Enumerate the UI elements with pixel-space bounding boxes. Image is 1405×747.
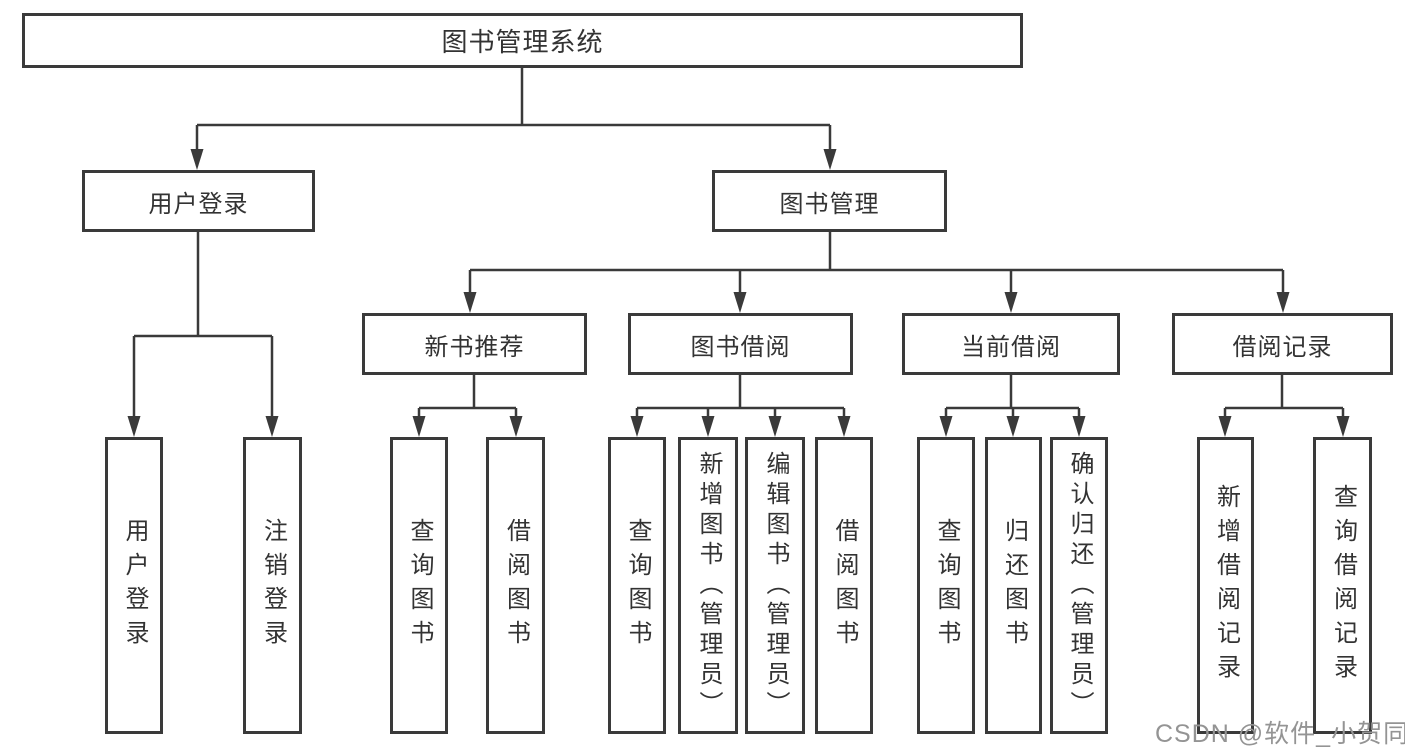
node-label: 新书推荐	[424, 333, 525, 361]
arrowhead	[127, 416, 141, 437]
leaf-add-borrow-record: 新增借阅记录	[1197, 437, 1254, 734]
node-borrow-records: 借阅记录	[1172, 313, 1393, 375]
leaf-label: 借阅图书	[831, 517, 858, 654]
leaf-label: 查询图书	[933, 517, 960, 654]
node-current-borrowing: 当前借阅	[902, 313, 1120, 375]
leaf-label: 新增图书（管理员）	[695, 450, 722, 721]
node-book-borrowing: 图书借阅	[628, 313, 853, 375]
arrowhead	[412, 416, 426, 437]
node-label: 当前借阅	[961, 333, 1061, 361]
connector-newbook-to-leaves	[417, 375, 518, 420]
arrowhead	[463, 292, 477, 313]
arrowhead	[939, 416, 953, 437]
connector-currentborrow-to-leaves	[944, 375, 1081, 420]
leaf-borrow-books: 借阅图书	[815, 437, 873, 734]
leaf-query-books-borrow: 查询图书	[608, 437, 666, 734]
connector-bookmgmt-to-level3	[468, 232, 1285, 296]
leaf-borrow-books-recommend: 借阅图书	[486, 437, 545, 734]
leaf-label: 确认归还（管理员）	[1066, 450, 1093, 721]
arrowhead	[1072, 416, 1086, 437]
arrowhead	[1004, 292, 1018, 313]
arrowhead	[701, 416, 715, 437]
node-label: 用户登录	[148, 190, 249, 218]
leaf-add-books-admin: 新增图书（管理员）	[678, 437, 738, 734]
node-label: 图书借阅	[690, 333, 791, 361]
arrowhead	[768, 416, 782, 437]
node-label: 图书管理系统	[441, 27, 604, 57]
leaf-label: 查询图书	[624, 517, 651, 654]
arrowhead	[733, 292, 747, 313]
node-label: 图书管理	[779, 190, 880, 218]
leaf-label: 归还图书	[1000, 517, 1028, 654]
leaf-edit-books-admin: 编辑图书（管理员）	[745, 437, 805, 734]
leaf-label: 注销登录	[259, 517, 287, 654]
connector-userlogin-to-leaves	[132, 232, 274, 420]
leaf-label: 查询借阅记录	[1329, 483, 1357, 688]
arrowhead	[1006, 416, 1020, 437]
arrowhead	[509, 416, 523, 437]
arrowhead	[1276, 292, 1290, 313]
connector-records-to-leaves	[1223, 375, 1345, 420]
node-user-login: 用户登录	[82, 170, 315, 232]
leaf-label: 新增借阅记录	[1212, 483, 1240, 688]
leaf-confirm-return-admin: 确认归还（管理员）	[1050, 437, 1108, 734]
arrowhead	[837, 416, 851, 437]
arrowhead	[1218, 416, 1232, 437]
arrowhead	[1336, 416, 1350, 437]
arrowheads	[127, 149, 1350, 437]
leaf-label: 查询图书	[406, 517, 433, 654]
leaf-user-login: 用户登录	[105, 437, 163, 734]
node-label: 借阅记录	[1232, 333, 1333, 361]
arrowhead	[265, 416, 279, 437]
node-new-book-recommend: 新书推荐	[362, 313, 587, 375]
connector-root-to-level2	[195, 68, 832, 152]
leaf-query-books-current: 查询图书	[917, 437, 975, 734]
arrowhead	[823, 149, 837, 170]
arrowhead	[190, 149, 204, 170]
connector-bookborrow-to-leaves	[635, 375, 846, 420]
leaf-label: 编辑图书（管理员）	[762, 450, 789, 721]
node-book-management: 图书管理	[712, 170, 947, 232]
node-root-system: 图书管理系统	[22, 13, 1023, 68]
leaf-label: 用户登录	[121, 517, 148, 654]
leaf-return-books: 归还图书	[985, 437, 1042, 734]
leaf-label: 借阅图书	[502, 517, 530, 654]
arrowhead	[630, 416, 644, 437]
csdn-watermark: CSDN @软件_小贺同学	[1155, 720, 1405, 747]
leaf-query-borrow-record: 查询借阅记录	[1313, 437, 1372, 734]
leaf-query-books-recommend: 查询图书	[390, 437, 448, 734]
leaf-logout: 注销登录	[243, 437, 302, 734]
